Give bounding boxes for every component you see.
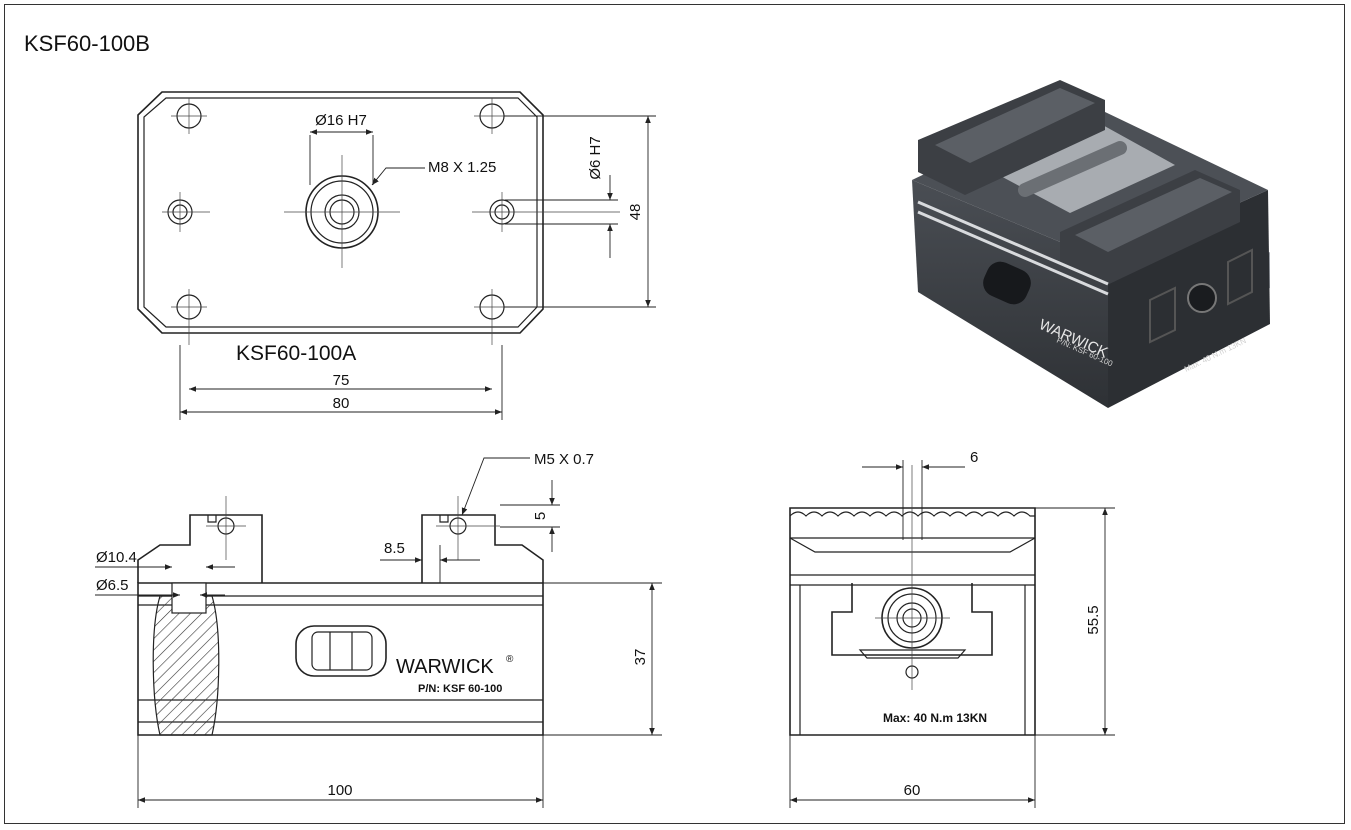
product-photo: WARWICK P/N: KSF 60-100 Max: 40 N.m 13KN [912, 80, 1270, 408]
spacing-dim-75: 75 [333, 372, 350, 389]
side-view-jaw-right [421, 514, 544, 583]
side-view: WARWICK ® P/N: KSF 60-100 M5 X 0.7 5 8.5… [95, 451, 662, 808]
height-dim-37: 37 [632, 649, 649, 666]
bore-dim-large: Ø10.4 [96, 549, 137, 566]
top-view-caption: KSF60-100A [236, 342, 356, 365]
drawing-frame [4, 4, 1345, 824]
side-thread-label: M5 X 0.7 [534, 451, 594, 468]
end-view: 6 55.5 Max: 40 N.m 13KN 60 [789, 449, 1115, 808]
side-view-jaw-left [137, 514, 263, 583]
mount-hole-bottom-right [474, 289, 510, 345]
pin-hole-left [162, 192, 210, 232]
length-dim-100: 100 [327, 782, 352, 799]
drawing-title: KSF60-100B [24, 31, 150, 56]
pin-hole-right [472, 192, 620, 232]
mount-hole-top-left [171, 98, 207, 134]
side-brand: WARWICK [396, 656, 494, 678]
thread-label: M8 X 1.25 [428, 159, 496, 176]
bore-dim-small: Ø6.5 [96, 577, 129, 594]
top-view: Ø16 H7 M8 X 1.25 Ø6 H7 48 KSF60-100A 75 … [137, 91, 656, 420]
mount-hole-bottom-left [171, 289, 207, 345]
center-bore [284, 155, 400, 268]
bore-dim-label: Ø16 H7 [315, 112, 367, 129]
side-part-no: P/N: KSF 60-100 [418, 683, 502, 695]
offset-dim: 8.5 [384, 540, 405, 557]
registered-mark: ® [506, 654, 514, 665]
depth-dim-5: 5 [532, 512, 549, 520]
height-dim-55-5: 55.5 [1085, 605, 1102, 634]
height-dim-48: 48 [627, 204, 644, 221]
width-dim-60: 60 [904, 782, 921, 799]
top-view-outline [137, 91, 544, 334]
end-view-outline [789, 507, 1036, 736]
spacing-dim-80: 80 [333, 395, 350, 412]
end-max-label: Max: 40 N.m 13KN [883, 711, 987, 725]
pin-dim-label: Ø6 H7 [587, 136, 604, 179]
slot-dim-6: 6 [970, 449, 978, 466]
side-view-window [295, 625, 387, 677]
